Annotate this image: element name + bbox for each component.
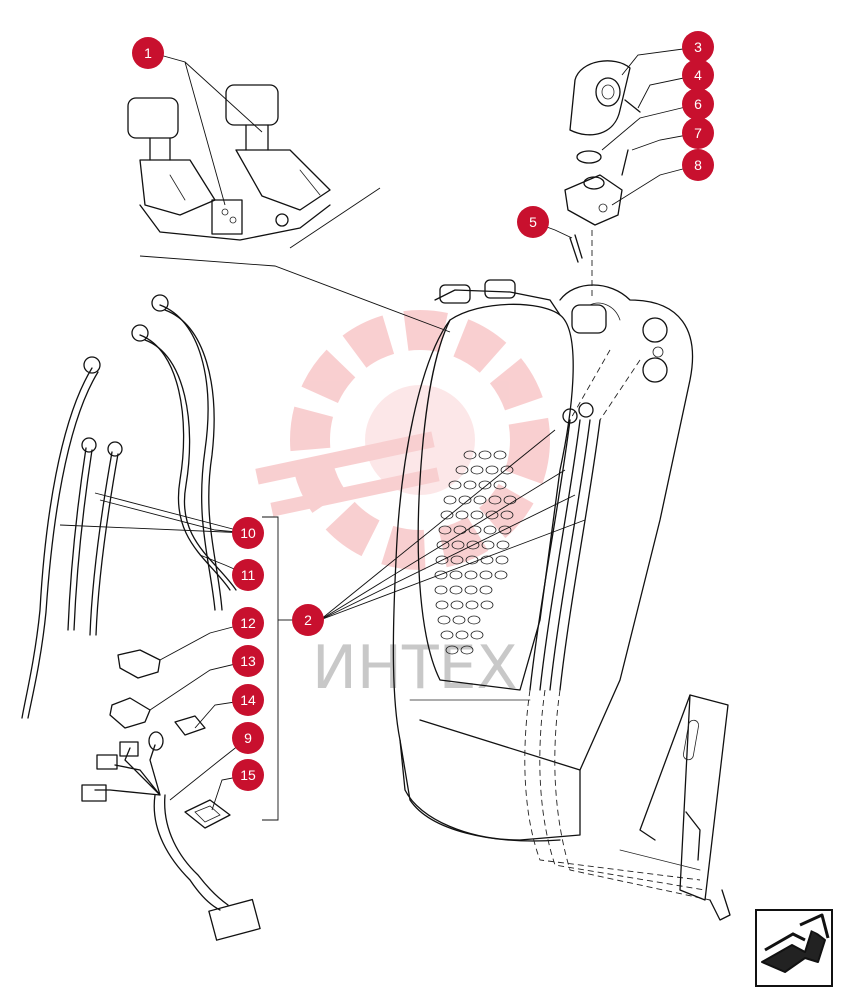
callout-10: 10 [232,517,264,549]
svg-text:7: 7 [694,125,702,141]
callout-1: 1 [132,37,164,69]
arrow-icon [761,913,830,973]
callout-4: 4 [682,59,714,91]
svg-text:14: 14 [240,692,256,708]
seat-perforation [434,450,517,655]
callout-3: 3 [682,31,714,63]
lever-inset [127,84,331,241]
svg-text:11: 11 [241,567,256,583]
callout-7: 7 [682,117,714,149]
svg-text:8: 8 [694,157,702,173]
svg-text:6: 6 [694,96,702,112]
callout-8: 8 [682,149,714,181]
knob-parts [564,60,641,263]
svg-text:13: 13 [240,653,256,669]
connectors [109,649,231,829]
nav-arrow-button[interactable] [755,909,833,987]
callout-11: 11 [232,559,264,591]
loose-cables [21,294,237,719]
callout-9: 9 [232,722,264,754]
svg-text:3: 3 [694,39,702,55]
svg-text:15: 15 [240,767,256,783]
svg-text:10: 10 [240,525,256,541]
callout-12: 12 [232,607,264,639]
svg-text:1: 1 [144,45,152,61]
svg-text:5: 5 [529,214,537,230]
callout-13: 13 [232,645,264,677]
callout-15: 15 [232,759,264,791]
callout-5: 5 [517,206,549,238]
cable-bundle [524,230,711,901]
callout-2: 2 [292,604,324,636]
mounting-bracket [619,694,731,921]
watermark-logo [255,310,550,570]
wiring-harness [81,731,261,941]
callout-6: 6 [682,88,714,120]
seat-assembly [392,279,694,842]
svg-text:4: 4 [694,67,702,83]
svg-text:2: 2 [304,612,312,628]
svg-text:9: 9 [244,730,252,746]
callout-14: 14 [232,684,264,716]
watermark-text: ИНТЕХ [312,633,518,703]
svg-text:12: 12 [240,615,256,631]
